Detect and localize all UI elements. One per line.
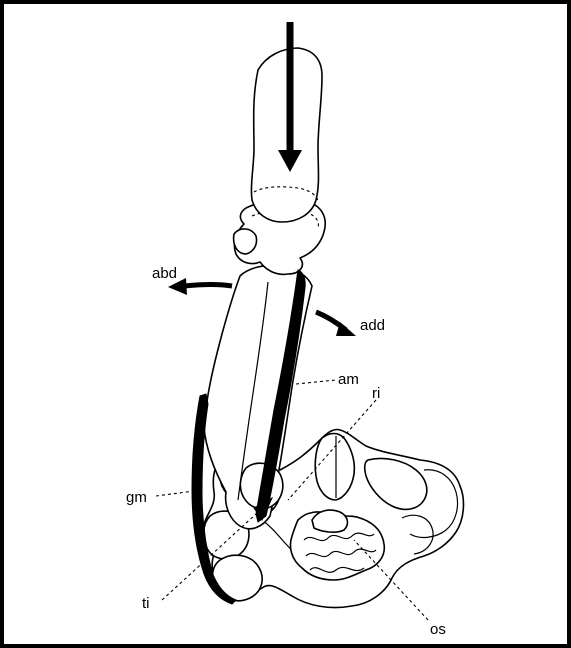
diagram-canvas: abd add am ri gm ti os xyxy=(4,4,567,644)
label-ri: ri xyxy=(372,385,380,402)
abd-arrow-shaft xyxy=(184,285,232,287)
label-os: os xyxy=(430,621,446,638)
label-gm: gm xyxy=(126,489,147,506)
label-abd: abd xyxy=(152,265,177,282)
am-leader xyxy=(296,380,336,384)
pubic-symphysis xyxy=(312,510,347,532)
patella xyxy=(234,229,257,254)
label-am: am xyxy=(338,371,359,388)
label-add: add xyxy=(360,317,385,334)
label-ti: ti xyxy=(142,595,150,612)
